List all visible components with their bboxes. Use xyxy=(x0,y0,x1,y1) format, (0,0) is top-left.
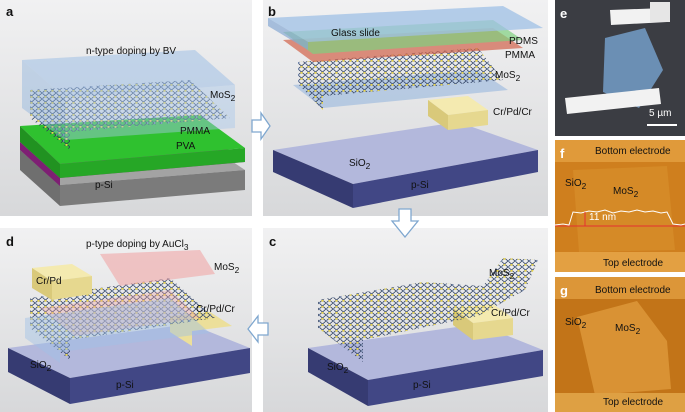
blue-box xyxy=(25,298,210,363)
mos2-lattice xyxy=(30,80,230,150)
panel-b: b Glass slide PDMS PMMA MoS2 Cr/Pd/Cr Si… xyxy=(263,0,548,216)
panel-letter: d xyxy=(6,234,14,249)
substrate-side xyxy=(353,150,538,208)
mos2-lattice xyxy=(298,48,503,110)
panel-letter: f xyxy=(560,146,565,161)
bottom-electrode-region xyxy=(555,140,685,162)
bottom-electrode-label: Bottom electrode xyxy=(595,146,671,157)
panel-letter: c xyxy=(269,234,277,249)
bv-box-top xyxy=(22,50,235,98)
top-electrode-label: Cr/Pd xyxy=(36,276,62,287)
panel-e: e 5 µm xyxy=(555,0,685,136)
panel-d: d p-type doping by AuCl3 Cr/Pd MoS2 Cr/P… xyxy=(0,228,252,412)
panel-d-drawing xyxy=(8,250,250,404)
mos2-flake xyxy=(577,301,671,395)
panel-a: a n-type doping by BV MoS2 PMMA PVA p-Si xyxy=(0,0,252,216)
substrate-label: p-Si xyxy=(413,380,431,391)
panel-g: g Bottom electrode SiO2 MoS2 Top electro… xyxy=(555,277,685,412)
sio2-label: SiO2 xyxy=(565,178,587,191)
mos2-lattice xyxy=(30,278,215,360)
pmma-label: PMMA xyxy=(180,126,210,137)
mos2-label: MoS2 xyxy=(495,70,521,83)
substrate-front xyxy=(8,348,70,404)
pmma-label: PMMA xyxy=(505,50,535,61)
sio2-label: SiO2 xyxy=(565,317,587,330)
top-electrode-label: Top electrode xyxy=(603,258,664,269)
panel-letter: e xyxy=(560,6,568,21)
bottom-electrode-label: Cr/Pd/Cr xyxy=(196,304,235,315)
panel-letter: a xyxy=(6,4,14,19)
panel-g-image xyxy=(555,277,685,412)
panel-a-drawing xyxy=(20,50,245,206)
panel-f: f Bottom electrode SiO2 MoS2 11 nm Top e… xyxy=(555,140,685,272)
doping-title: n-type doping by BV xyxy=(86,46,177,57)
pva-label: PVA xyxy=(176,141,196,152)
thickness-label: 11 nm xyxy=(589,212,617,223)
substrate-side xyxy=(70,348,250,404)
aucl3-cloud xyxy=(100,250,215,286)
top-electrode-side xyxy=(52,276,92,300)
mos2-lattice xyxy=(318,258,538,362)
electrode-label: Cr/Pd/Cr xyxy=(493,107,532,118)
mos2-region xyxy=(573,166,675,252)
electrode-side xyxy=(473,318,513,340)
substrate-front xyxy=(308,348,368,406)
mos2-label: MoS2 xyxy=(613,186,639,199)
glass-front xyxy=(268,18,308,50)
electrode-front xyxy=(428,100,448,130)
top-electrode-label: Top electrode xyxy=(603,397,664,408)
arrow-b-to-c xyxy=(390,208,420,238)
pdms-label: PDMS xyxy=(509,36,538,47)
substrate-front xyxy=(273,150,353,208)
pmma-front xyxy=(20,126,60,178)
top-electrode-pad xyxy=(650,2,670,22)
bottom-electrode-region xyxy=(555,277,685,299)
sio2-label: SiO2 xyxy=(349,158,371,171)
pva-front xyxy=(20,142,60,186)
arrow-c-to-d xyxy=(247,314,269,344)
substrate-side xyxy=(368,350,543,406)
substrate-label: p-Si xyxy=(95,180,113,191)
bottom-electrode-label: Bottom electrode xyxy=(595,285,671,296)
substrate-label: p-Si xyxy=(116,380,134,391)
panel-letter: g xyxy=(560,283,568,298)
psi-front xyxy=(20,150,60,206)
mos2-label: MoS2 xyxy=(214,262,240,275)
aucl3-cloud-lower xyxy=(40,290,200,336)
substrate-label: p-Si xyxy=(411,180,429,191)
mos2-label: MoS2 xyxy=(615,323,641,336)
electrode-label: Cr/Pd/Cr xyxy=(491,308,530,319)
bv-box-side xyxy=(65,85,235,140)
panel-c-drawing xyxy=(308,258,543,406)
top-electrode-region xyxy=(555,393,685,412)
panel-b-drawing xyxy=(268,6,543,208)
electrode-side xyxy=(448,110,488,130)
panel-letter: b xyxy=(268,4,276,19)
mos2-flake xyxy=(603,28,663,108)
pmma-side xyxy=(60,148,245,178)
mos2-label: MoS2 xyxy=(210,90,236,103)
sio2-label: SiO2 xyxy=(30,360,52,373)
top-electrode-region xyxy=(555,252,685,272)
panel-f-image xyxy=(555,140,685,272)
doping-title: p-type doping by AuCl3 xyxy=(86,239,189,252)
arrow-a-to-b xyxy=(251,111,271,141)
mos2-label: MoS2 xyxy=(489,268,515,281)
panel-c: c MoS2 Cr/Pd/Cr SiO2 p-Si xyxy=(263,228,548,412)
bv-box-front xyxy=(22,60,65,140)
panel-e-image xyxy=(555,0,685,136)
height-profile xyxy=(555,209,685,226)
bottom-electrode-strip xyxy=(565,88,661,114)
psi-side xyxy=(60,170,245,206)
electrode-top xyxy=(428,96,488,115)
glass-label: Glass slide xyxy=(331,28,380,39)
top-electrode-front xyxy=(32,268,52,300)
glass-slide xyxy=(268,6,543,42)
sio2-label: SiO2 xyxy=(327,362,349,375)
scalebar-label: 5 µm xyxy=(649,108,672,119)
sio2-top xyxy=(273,122,538,184)
top-electrode-top xyxy=(32,264,92,281)
